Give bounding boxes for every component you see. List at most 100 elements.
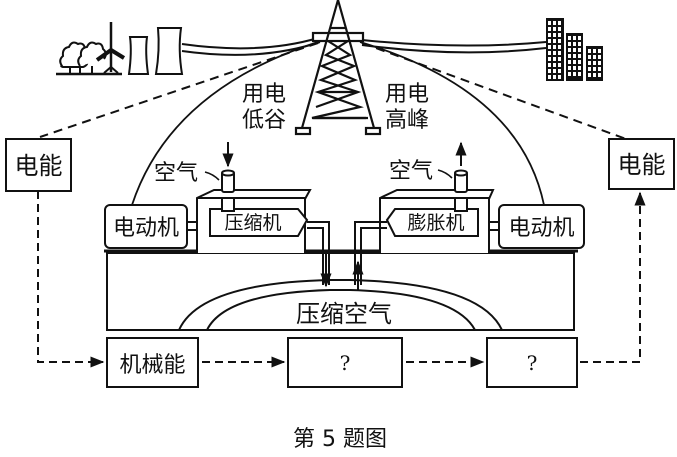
building-window [548,39,551,43]
compressor-unit [196,169,330,285]
flow-box-label: ? [340,351,351,375]
motor-left: 电动机 [104,204,197,249]
motor-left-label: 电动机 [113,216,179,241]
expander-label: 膨胀机 [407,212,464,234]
building-window [588,49,591,53]
energy-left-label: 电能 [15,152,63,180]
power-plant-icon [56,22,184,76]
building-window [553,51,556,55]
building-window [573,60,576,64]
building-window [573,72,576,76]
building-window [598,61,601,65]
building-window [593,73,596,77]
building-window [588,55,591,59]
building-window [573,48,576,52]
building-window [598,67,601,71]
air-out-label: 空气 [389,159,433,184]
building-window [558,57,561,61]
building-window [558,69,561,73]
transmission-tower-icon [294,0,382,136]
building-window [548,27,551,31]
city-buildings-icon [546,18,603,81]
energy-box-right: 电能 [608,138,675,190]
building-window [548,33,551,37]
energy-box-left: 电能 [5,138,72,192]
air-in-label: 空气 [154,161,198,186]
figure-caption: 第 5 题图 [293,427,387,452]
flow-box-label: ? [527,351,538,375]
building-window [553,75,556,79]
building-window [593,61,596,65]
building-window [578,36,581,40]
motor-right: 电动机 [489,204,585,249]
building-window [568,36,571,40]
building-window [558,63,561,67]
flow-arrow-q2-to-elec [580,191,646,363]
building-window [588,73,591,77]
building-window [593,67,596,71]
building-window [598,73,601,77]
compressor-label: 压缩机 [224,212,281,234]
building-window [548,57,551,61]
flow-box-label: 机械能 [119,353,185,378]
building-window [578,48,581,52]
building-window [548,21,551,25]
flow-box-unknown-2: ? [486,337,578,388]
building-window [588,67,591,71]
energy-right-label: 电能 [618,151,666,179]
building-window [578,72,581,76]
cavern-outer [178,279,503,331]
expander-unit [354,169,495,285]
building-window [553,33,556,37]
building-window [568,66,571,70]
building-window [553,45,556,49]
motor-right-label: 电动机 [508,216,574,241]
cooling-towers-icon [127,27,184,75]
building-window [598,55,601,59]
energy-flow-arrows [37,191,646,368]
building-window [568,54,571,58]
building-window [568,42,571,46]
building-window [568,48,571,52]
building-window [558,27,561,31]
building-window [578,66,581,70]
building-window [553,39,556,43]
building-window [548,63,551,67]
building-window [553,21,556,25]
building-window [598,49,601,53]
building-window [558,33,561,37]
building-window [573,66,576,70]
building-window [548,75,551,79]
building-window [588,61,591,65]
building-window [548,69,551,73]
building-window [548,51,551,55]
building-window [578,42,581,46]
building-window [568,60,571,64]
peak-label-line1: 用电 [385,82,429,107]
building-window [558,75,561,79]
building-window [578,60,581,64]
building-window [573,36,576,40]
building-window [573,42,576,46]
building-window [553,63,556,67]
air-out-leader [437,169,453,179]
building-window [553,57,556,61]
compressed-air-label: 压缩空气 [296,300,392,328]
building-window [558,21,561,25]
off-peak-label-line1: 用电 [242,82,286,107]
flow-box-unknown-1: ? [287,337,403,388]
building-window [568,72,571,76]
wind-turbine-icon [95,22,126,74]
building-window [558,39,561,43]
building-window [548,45,551,49]
air-in-leader [204,171,220,181]
building-window [553,27,556,31]
flow-arrow-elec-to-mech [37,191,105,368]
underground-storage [104,249,578,331]
building-window [553,69,556,73]
flow-box-mechanical: 机械能 [106,337,199,388]
building-window [573,54,576,58]
building-window [578,54,581,58]
off-peak-label-line2: 低谷 [242,108,286,133]
